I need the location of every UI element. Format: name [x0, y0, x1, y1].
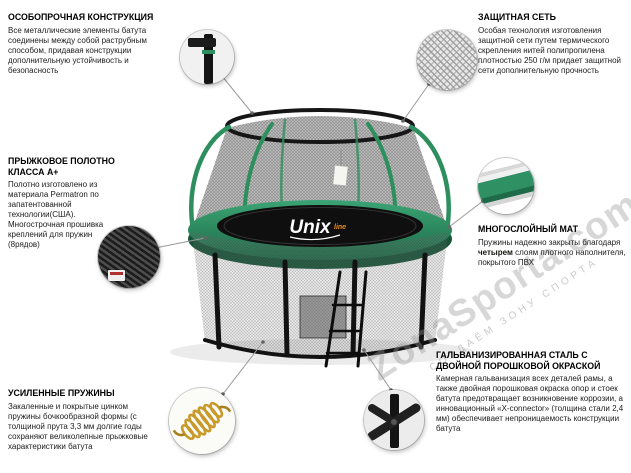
callout-pad-title: МНОГОСЛОЙНЫЙ МАТ	[478, 224, 579, 234]
callout-springs-body: Закаленные и покрытые цинком пружины боч…	[8, 401, 148, 451]
net-tag	[332, 150, 349, 187]
brand-suffix-text: line	[334, 224, 346, 231]
brand-text: Unix	[289, 217, 332, 238]
callout-springs-title: УСИЛЕННЫЕ ПРУЖИНЫ	[8, 388, 115, 398]
pad-layers-photo-icon	[478, 158, 534, 214]
fabric-label	[108, 270, 125, 281]
callout-steel-title: ГАЛЬВАНИЗИРОВАННАЯ СТАЛЬ С ДВОЙНОЙ ПОРОШ…	[436, 350, 601, 371]
mat-fabric-photo-icon	[98, 226, 160, 288]
spring-photo-icon	[169, 388, 235, 454]
brand-logo: Unix line	[289, 217, 346, 241]
callout-jump-mat-body: Полотно изготовлено из материала Permatr…	[8, 180, 104, 250]
callout-pad-body: Пружины надежно закрыты благодаря четыре…	[478, 237, 626, 267]
net-texture-photo-icon	[417, 30, 477, 90]
frame-legs	[203, 252, 437, 359]
callout-construction: ОСОБОПРОЧНАЯ КОНСТРУКЦИЯ Все металлическ…	[8, 12, 180, 76]
callout-steel-body: Камерная гальванизация всех деталей рамы…	[436, 374, 624, 434]
callout-jump-mat: ПРЫЖКОВОЕ ПОЛОТНО КЛАССА А+ Полотно изго…	[8, 156, 168, 250]
callout-jump-mat-title: ПРЫЖКОВОЕ ПОЛОТНО КЛАССА А+	[8, 156, 115, 177]
x-connector-photo-icon	[364, 390, 424, 450]
enclosure-poles	[189, 118, 451, 245]
callout-construction-title: ОСОБОПРОЧНАЯ КОНСТРУКЦИЯ	[8, 12, 154, 22]
callout-net: ЗАЩИТНАЯ СЕТЬ Особая технология изготовл…	[478, 12, 628, 76]
ladder	[324, 270, 368, 368]
base-skirt-net	[192, 232, 448, 357]
callout-steel: ГАЛЬВАНИЗИРОВАННАЯ СТАЛЬ С ДВОЙНОЙ ПОРОШ…	[436, 350, 630, 434]
callout-construction-body: Все металлические элементы батута соедин…	[8, 25, 147, 75]
callout-net-body: Особая технология изготовления защитной …	[478, 25, 621, 75]
callout-springs: УСИЛЕННЫЕ ПРУЖИНЫ Закаленные и покрытые …	[8, 388, 156, 452]
pole-joint-photo-icon	[180, 30, 234, 84]
callout-pad: МНОГОСЛОЙНЫЙ МАТ Пружины надежно закрыты…	[478, 224, 628, 268]
callout-net-title: ЗАЩИТНАЯ СЕТЬ	[478, 12, 556, 22]
